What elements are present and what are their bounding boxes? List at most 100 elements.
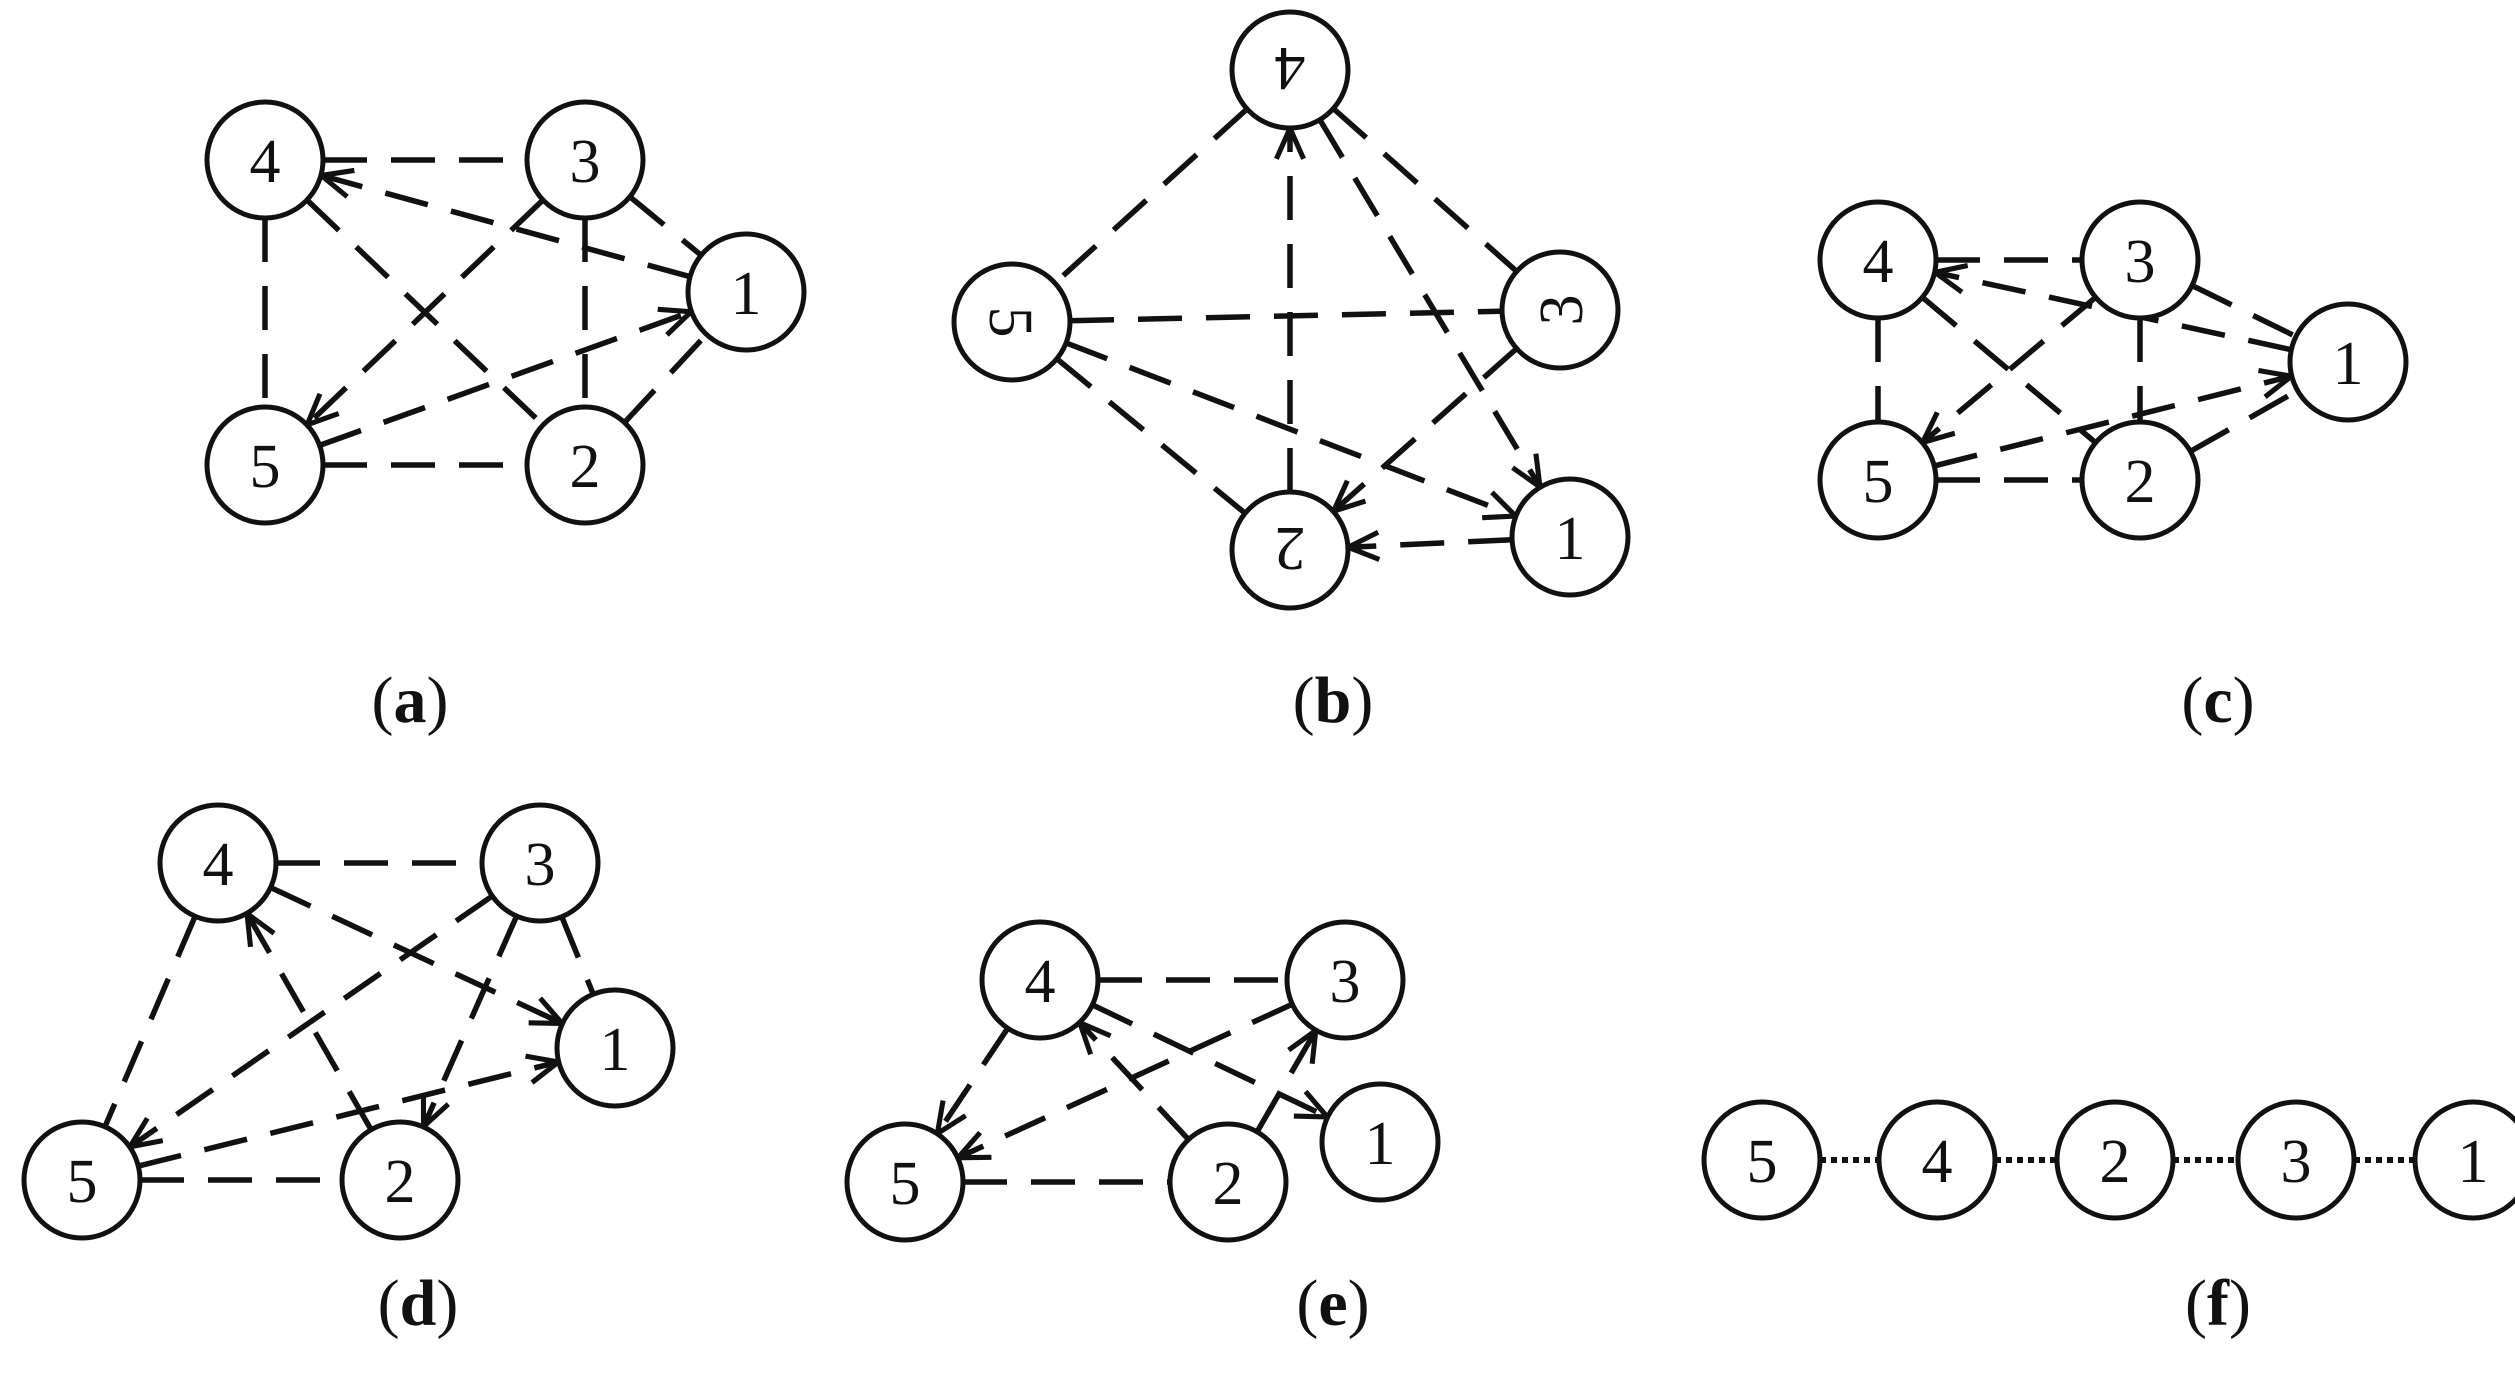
node-circle [204,99,326,221]
node-circle [951,261,1073,383]
node-a-1: 1 [685,231,807,353]
edge-c-5-1 [1933,377,2290,469]
node-circle [2235,1099,2357,1221]
node-label: 1 [1555,505,1586,573]
node-label: 5 [250,433,281,501]
node-label: 5 [1747,1128,1778,1196]
node-a-2: 2 [524,404,646,526]
node-circle [1701,1099,1823,1221]
edge-e-2-3 [1254,1032,1315,1134]
node-label: 4 [203,831,234,899]
node-b-2: 2 [1229,489,1351,611]
node-circle [204,404,326,526]
node-f-2: 2 [2054,1099,2176,1221]
caption-letter: e [1318,1267,1347,1340]
edge-a-2-1 [622,334,708,425]
node-circle [1229,489,1351,611]
edge-a-3-1 [628,194,702,257]
panel-caption: (b) [1293,664,1374,737]
node-label: 3 [2281,1128,2312,1196]
node-e-5: 5 [844,1121,966,1243]
node-circle [1817,199,1939,321]
edge-c-2-1 [2189,389,2298,454]
edge-b-4-5 [1054,106,1249,284]
node-label: 2 [1213,1150,1244,1218]
edge-b-5-2 [1055,356,1246,515]
panel-a: 4 3 1 5 2 (a) [204,99,807,737]
edge-b-3-2 [1335,346,1519,511]
node-circle [2054,1099,2176,1221]
edge-b-5-1 [1065,340,1514,516]
node-circle [1319,1081,1441,1203]
node-e-3: 3 [1284,919,1406,1041]
caption-letter: b [1315,664,1352,737]
node-circle [479,802,601,924]
node-circle [685,231,807,353]
edge-a-4-2 [305,198,544,426]
node-e-4: 4 [979,919,1101,1041]
node-label: 5 [1863,448,1894,516]
node-label: 2 [385,1148,416,1216]
panel-caption: (e) [1296,1267,1369,1340]
node-label: 1 [600,1016,631,1084]
edge-c-1-4 [1937,273,2292,353]
panel-b: 4 5 3 2 1 (b) [951,9,1631,737]
edge-d-4-5 [103,915,198,1126]
node-label: 3 [2125,228,2156,296]
node-d-3: 3 [479,802,601,924]
node-c-3: 3 [2079,199,2201,321]
node-circle [2079,419,2201,541]
caption-letter: d [400,1267,437,1340]
node-b-3: 3 [1499,249,1621,371]
node-circle [524,404,646,526]
edge-e-2-4 [1081,1024,1191,1142]
edge-c-3-5 [1924,295,2098,441]
panel-e: 4 3 1 5 2 (e) [844,919,1441,1340]
node-b-1: 1 [1509,476,1631,598]
node-label: 4 [1275,34,1306,102]
node-circle [1509,476,1631,598]
node-label: 2 [2100,1128,2131,1196]
edge-c-3-1 [2190,283,2296,339]
panel-caption: (d) [378,1267,459,1340]
caption-letter: c [2203,664,2232,737]
node-label: 4 [250,128,281,196]
node-label: 4 [1922,1128,1953,1196]
node-circle [1817,419,1939,541]
caption-letter: a [394,664,427,737]
node-label: 3 [570,128,601,196]
node-circle [339,1119,461,1241]
node-c-5: 5 [1817,419,1939,541]
node-circle [524,99,646,221]
node-label: 3 [525,831,556,899]
node-label: 5 [976,307,1044,338]
edge-d-4-1 [269,885,561,1023]
node-a-5: 5 [204,404,326,526]
node-circle [554,987,676,1109]
edge-e-4-5 [938,1026,1011,1132]
edge-b-4-1 [1317,118,1539,486]
node-a-3: 3 [524,99,646,221]
edge-e-4-1 [1091,1002,1325,1116]
edge-d-3-5 [131,893,494,1146]
node-circle [2079,199,2201,321]
node-f-5: 5 [1701,1099,1823,1221]
node-circle [2412,1099,2515,1221]
edge-b-5-3 [1069,308,1501,324]
edge-b-4-3 [1331,106,1518,273]
panel-caption: (c) [2181,664,2254,737]
node-d-1: 1 [554,987,676,1109]
node-circle [21,1119,143,1241]
node-circle [979,919,1101,1041]
node-circle [1499,249,1621,371]
node-label: 3 [1330,948,1361,1016]
node-f-4: 4 [1876,1099,1998,1221]
panel-caption: (a) [372,664,449,737]
node-f-3: 3 [2235,1099,2357,1221]
node-label: 1 [1365,1110,1396,1178]
edge-a-5-1 [318,312,690,448]
